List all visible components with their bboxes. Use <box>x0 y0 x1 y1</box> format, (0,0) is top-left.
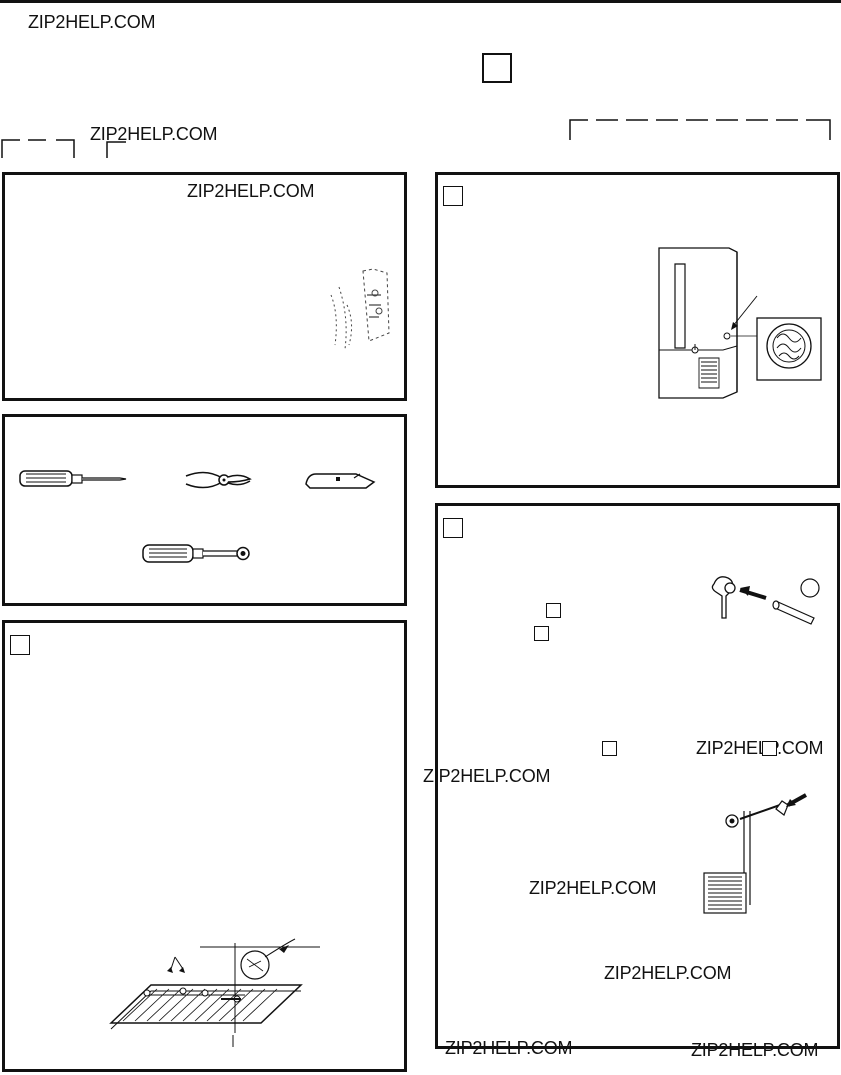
shelf-bracket-illustration <box>109 938 320 1047</box>
panel-step-right-bottom <box>435 503 840 1049</box>
valve-tube-illustration <box>711 576 820 625</box>
watermark-text: ZIP2HELP.COM <box>691 1040 819 1060</box>
inline-ref-box <box>546 603 561 618</box>
panel-tools <box>2 414 407 606</box>
inline-ref-box <box>602 741 617 756</box>
refrigerator-back-illustration <box>658 247 822 399</box>
inline-ref-box <box>762 741 777 756</box>
watermark-text: ZIP2HELP.COM <box>90 124 218 144</box>
watermark-text: ZIP2HELP.COM <box>187 181 315 201</box>
header-dashed-frame-right <box>569 119 831 140</box>
step-number-box <box>443 186 463 206</box>
phillips-screwdriver-icon <box>19 470 127 487</box>
panel-intro <box>2 172 407 401</box>
utility-knife-icon <box>305 473 376 489</box>
step-number-box <box>443 518 463 538</box>
header-dashed-frame-left <box>1 139 126 158</box>
nut-driver-icon <box>142 544 250 563</box>
small-sketch-illustration <box>330 268 390 350</box>
watermark-text: ZIP2HELP.COM <box>529 878 657 898</box>
watermark-text: ZIP2HELP.COM <box>604 963 732 983</box>
watermark-text: ZIP2HELP.COM <box>28 12 156 32</box>
top-rule <box>0 0 841 3</box>
panel-step-left <box>2 620 407 1072</box>
inline-ref-box <box>534 626 549 641</box>
watermark-text: ZIP2HELP.COM <box>423 766 551 786</box>
water-line-illustration <box>703 793 807 914</box>
watermark-text: ZIP2HELP.COM <box>696 738 824 758</box>
panel-step-right-top <box>435 172 840 488</box>
pliers-icon <box>185 471 252 489</box>
step-number-box <box>10 635 30 655</box>
header-step-box <box>482 53 512 83</box>
